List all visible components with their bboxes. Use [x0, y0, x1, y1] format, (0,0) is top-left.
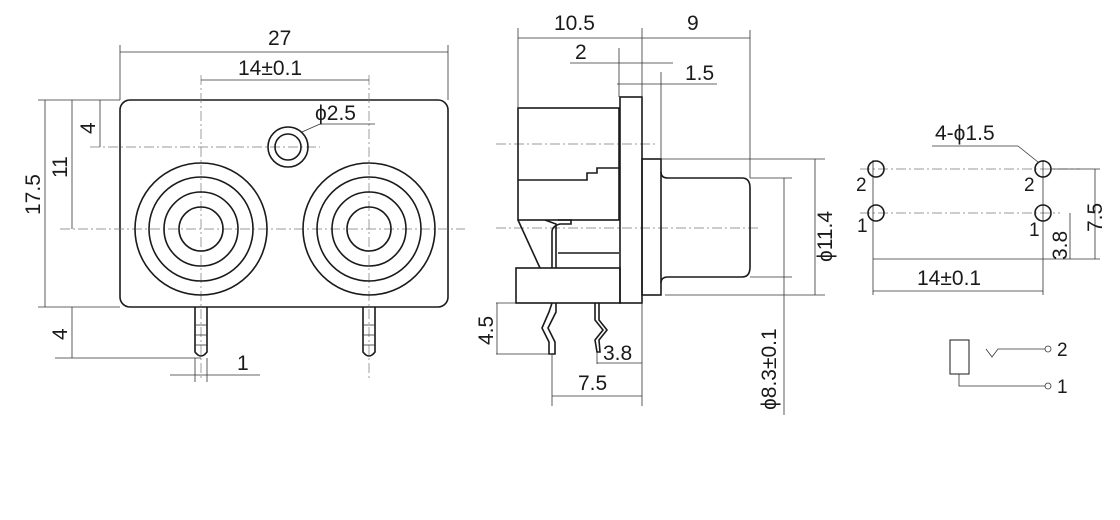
- dim-row-spacing: 7.5: [1084, 203, 1107, 232]
- dim-width: 27: [268, 27, 291, 50]
- dim-jack-spacing: 14±0.1: [238, 57, 302, 80]
- front-body-outline: [119, 99, 449, 308]
- front-pins: [194, 307, 376, 357]
- dim-height: 17.5: [22, 174, 45, 215]
- dim-body-depth: 10.5: [554, 12, 595, 35]
- dim-pin-width: 1: [237, 352, 249, 375]
- pin-label: 2: [1024, 175, 1035, 196]
- pin-label: 1: [857, 216, 868, 237]
- mounting-hole: [267, 126, 309, 168]
- dim-center-height: 11: [49, 156, 72, 178]
- front-pin: [594, 303, 609, 353]
- dim-flange: 2: [575, 41, 587, 64]
- pad-hole: [867, 204, 885, 222]
- dim-pin-length: 4: [49, 328, 72, 340]
- dim-pin-offset-front: 3.8: [603, 342, 632, 365]
- schematic-symbol: 2 1: [949, 339, 1068, 398]
- barrel: [660, 171, 751, 284]
- pad-hole: [1034, 204, 1052, 222]
- nut: [641, 158, 662, 296]
- schematic-pin-2: 2: [1057, 340, 1068, 361]
- pin-label: 1: [1029, 220, 1040, 241]
- dim-hole-diameter: ϕ2.5: [315, 102, 356, 125]
- dim-row-offset: 3.8: [1049, 231, 1072, 260]
- dim-pin-offset-rear: 7.5: [578, 372, 607, 395]
- dim-hole-offset: 4: [77, 122, 100, 134]
- flange: [619, 96, 643, 304]
- pin-label: 2: [856, 175, 867, 196]
- pad-hole: [867, 160, 885, 178]
- dim-outer-diameter: ϕ11.4: [814, 211, 837, 262]
- dim-nut: 1.5: [685, 62, 714, 85]
- dim-pin-drop: 4.5: [475, 316, 498, 345]
- dim-inner-diameter: ϕ8.3±0.1: [758, 328, 781, 410]
- schematic-pin-1: 1: [1057, 377, 1068, 398]
- side-view: 10.5 9 2 1.5 ϕ11.4 ϕ8.3±0.1 4.5 3.8 7.5: [475, 12, 837, 415]
- dim-hole-count-diameter: 4-ϕ1.5: [935, 122, 995, 145]
- rca-jack-left: [134, 162, 268, 296]
- rca-jack-right: [302, 162, 436, 296]
- rear-body: [517, 107, 620, 221]
- front-view: 27 14±0.1 ϕ2.5 17.5 11 4 4 1: [22, 27, 465, 382]
- rear-pin: [541, 302, 557, 355]
- dim-barrel-length: 9: [687, 12, 699, 35]
- dim-column-spacing: 14±0.1: [917, 267, 981, 290]
- pcb-footprint: 2 2 1 1 4-ϕ1.5 7.5 3.8 14±0.1: [856, 122, 1107, 295]
- base-block: [515, 267, 621, 304]
